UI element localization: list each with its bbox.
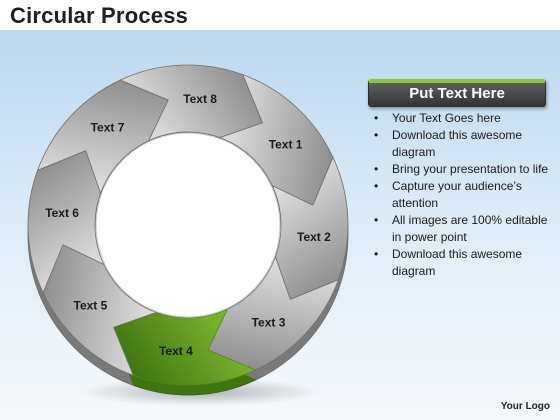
ring-segment (119, 64, 263, 142)
bullet-list: Your Text Goes here Download this awesom… (374, 110, 554, 280)
bullet-item: Download this awesome diagram (374, 246, 554, 280)
logo-text: Your Logo (500, 401, 550, 412)
ring-segment-label: Text 1 (269, 138, 303, 152)
panel-header: Put Text Here (368, 79, 546, 107)
bullet-item: Your Text Goes here (374, 110, 554, 127)
ring-segments (27, 64, 349, 386)
ring-segment-label: Text 5 (74, 299, 108, 313)
ring-segment-label: Text 7 (91, 120, 125, 134)
bullet-item: Bring your presentation to life (374, 161, 554, 178)
bullet-item: Capture your audience’s attention (374, 178, 554, 212)
ring-segment-label: Text 4 (159, 344, 193, 358)
ring-segment-label: Text 8 (183, 92, 217, 106)
slide-title: Circular Process (10, 3, 189, 28)
ring-hole (95, 132, 281, 318)
ring-segment-label: Text 2 (297, 230, 331, 244)
ring-segment-label: Text 3 (252, 316, 286, 330)
bullet-item: All images are 100% editable in power po… (374, 212, 554, 246)
ring-labels: Text 1 Text 2 Text 3 Text 4 Text 5 Text 6 Text… (45, 92, 331, 358)
bullet-item: Download this awesome diagram (374, 127, 554, 161)
ring-segment-label: Text 6 (45, 206, 79, 220)
